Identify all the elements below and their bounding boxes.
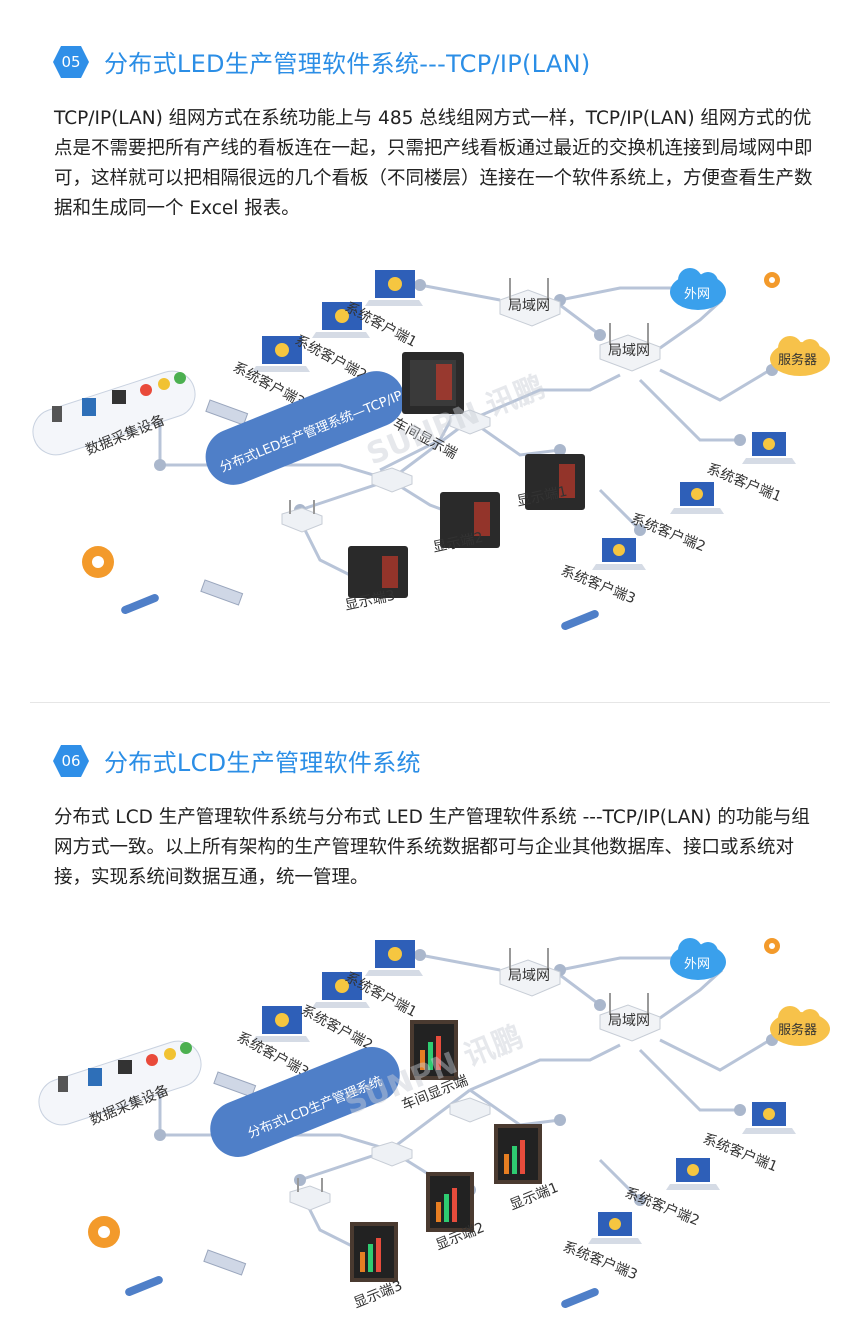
server-cloud: 服务器 bbox=[770, 336, 830, 376]
button-icon bbox=[174, 372, 186, 384]
reader-icon bbox=[88, 1068, 102, 1086]
client-right-3-label: 系统客户端3 bbox=[561, 1238, 641, 1283]
laptop-icon bbox=[252, 1006, 310, 1042]
reader-icon bbox=[82, 398, 96, 416]
network-diagram-lcd: 局域网 局域网 外网 服务器 系统客户端1 系统客户端2 系统客户端3 数据采集… bbox=[38, 938, 830, 1312]
section-title: 分布式LED生产管理软件系统---TCP/IP(LAN) bbox=[104, 50, 591, 78]
terminal-icon bbox=[112, 390, 126, 404]
lcd-board-workshop bbox=[410, 1020, 458, 1080]
section-number: 06 bbox=[61, 751, 81, 770]
internet-cloud: 外网 bbox=[670, 938, 726, 980]
led-board-3 bbox=[348, 546, 408, 598]
keyboard-icon bbox=[203, 1249, 247, 1276]
router-lan-b: 局域网 bbox=[599, 323, 661, 372]
router-lan-b: 局域网 bbox=[599, 993, 661, 1042]
led-board-2 bbox=[440, 492, 500, 548]
scanner-icon bbox=[58, 1076, 68, 1092]
network-diagram-led: 局域网 局域网 外网 服务器 系统客户端1 系统客户端2 系统客户端3 数据采集… bbox=[32, 268, 830, 630]
scanner-icon bbox=[52, 406, 62, 422]
laptop-icon bbox=[312, 302, 370, 338]
router-lan-a: 局域网 bbox=[499, 948, 561, 997]
client-left-2-label: 系统客户端2 bbox=[298, 1002, 376, 1054]
switch-2 bbox=[371, 467, 413, 493]
section-05-header: 05 分布式LED生产管理软件系统---TCP/IP(LAN) bbox=[52, 44, 591, 79]
internet-cloud: 外网 bbox=[670, 268, 726, 310]
lcd-board-1 bbox=[494, 1124, 542, 1184]
laptop-icon bbox=[592, 538, 646, 570]
server-label: 服务器 bbox=[778, 352, 817, 368]
switch-3 bbox=[289, 1178, 331, 1211]
lan-a-label: 局域网 bbox=[508, 298, 550, 314]
switch-3 bbox=[281, 500, 323, 533]
client-right-2-label: 系统客户端2 bbox=[623, 1184, 703, 1229]
laptop-icon bbox=[312, 972, 370, 1008]
decor-bars bbox=[125, 1276, 599, 1308]
keyboard-icon bbox=[205, 399, 249, 426]
display-1-label: 显示端1 bbox=[508, 1180, 561, 1214]
data-collection-tray bbox=[32, 370, 196, 456]
button-icon bbox=[140, 384, 152, 396]
lan-b-label: 局域网 bbox=[608, 1013, 650, 1029]
button-icon bbox=[158, 378, 170, 390]
internet-label: 外网 bbox=[684, 957, 710, 972]
laptop-icon bbox=[588, 1212, 642, 1244]
section-06-header: 06 分布式LCD生产管理软件系统 bbox=[52, 743, 421, 778]
client-right-1-label: 系统客户端1 bbox=[701, 1130, 781, 1175]
lcd-board-3 bbox=[350, 1222, 398, 1282]
switch-1 bbox=[449, 1097, 491, 1123]
laptop-icon bbox=[365, 940, 423, 976]
led-board-1 bbox=[525, 454, 585, 510]
laptop-icon bbox=[742, 1102, 796, 1134]
button-icon bbox=[164, 1048, 176, 1060]
section-number: 05 bbox=[61, 52, 81, 71]
laptop-icon bbox=[365, 270, 423, 306]
data-collection-tray bbox=[38, 1040, 202, 1126]
client-right-1-label: 系统客户端1 bbox=[705, 460, 785, 505]
switch-1 bbox=[449, 409, 491, 435]
gear-icon bbox=[88, 1216, 120, 1248]
laptop-icon bbox=[252, 336, 310, 372]
gear-icon bbox=[82, 546, 114, 578]
lan-b-label: 局域网 bbox=[608, 343, 650, 359]
lcd-board-2 bbox=[426, 1172, 474, 1232]
section-number-badge: 05 bbox=[52, 45, 90, 79]
switch-2 bbox=[371, 1141, 413, 1167]
section-06-body: 分布式 LCD 生产管理软件系统与分布式 LED 生产管理软件系统 ---TCP… bbox=[54, 807, 810, 888]
button-icon bbox=[180, 1042, 192, 1054]
display-2-label: 显示端2 bbox=[432, 530, 485, 556]
laptop-icon bbox=[670, 482, 724, 514]
lan-a-label: 局域网 bbox=[508, 968, 550, 984]
router-lan-a: 局域网 bbox=[499, 278, 561, 327]
internet-label: 外网 bbox=[684, 287, 710, 302]
section-title: 分布式LCD生产管理软件系统 bbox=[104, 749, 421, 777]
led-board-workshop bbox=[402, 352, 464, 414]
button-icon bbox=[146, 1054, 158, 1066]
decor-bars bbox=[121, 594, 599, 630]
keyboard-icon bbox=[200, 579, 244, 606]
client-left-2-label: 系统客户端2 bbox=[292, 332, 370, 384]
section-divider bbox=[30, 702, 830, 703]
gear-icon bbox=[764, 272, 780, 288]
display-3-label: 显示端3 bbox=[352, 1278, 405, 1312]
server-cloud: 服务器 bbox=[770, 1006, 830, 1046]
terminal-icon bbox=[118, 1060, 132, 1074]
gear-icon bbox=[764, 938, 780, 954]
section-05-body: TCP/IP(LAN) 组网方式在系统功能上与 485 总线组网方式一样，TCP… bbox=[54, 108, 813, 219]
laptop-icon bbox=[742, 432, 796, 464]
laptop-icon bbox=[666, 1158, 720, 1190]
server-label: 服务器 bbox=[778, 1022, 817, 1038]
keyboard-icon bbox=[213, 1071, 257, 1098]
section-number-badge: 06 bbox=[52, 744, 90, 778]
